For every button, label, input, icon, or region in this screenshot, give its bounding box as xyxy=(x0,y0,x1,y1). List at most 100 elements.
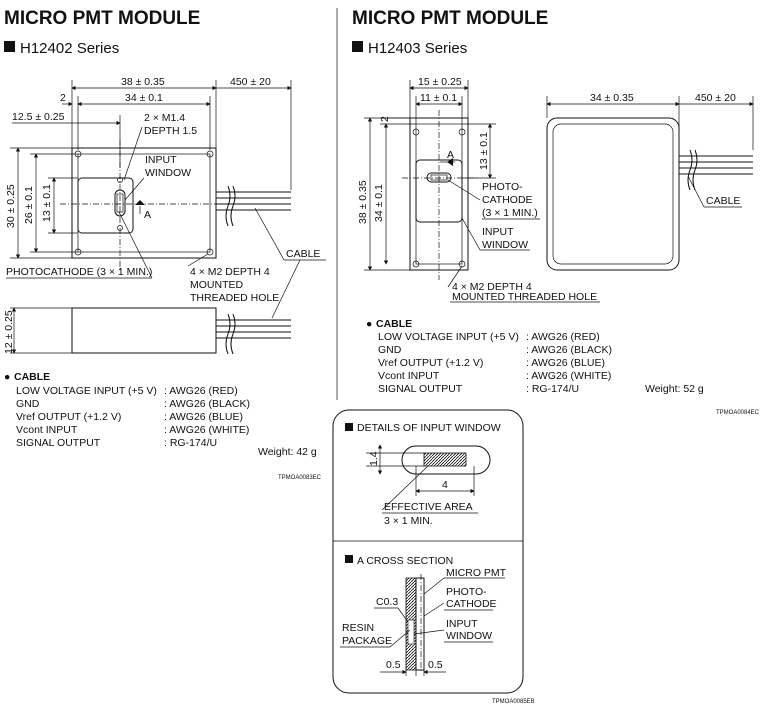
left-side-body xyxy=(71,307,217,354)
right-mount-label-2: MOUNTED THREADED HOLE xyxy=(452,291,597,303)
right-panel: MICRO PMT MODULE H12403 Series 15 ± 0.25… xyxy=(352,8,760,416)
left-cable-name-0: LOW VOLTAGE INPUT (+5 V) xyxy=(16,385,157,397)
left-front-body xyxy=(71,147,217,259)
left-dim-offset: 2 xyxy=(60,92,66,104)
right-cable-name-1: GND xyxy=(378,344,402,356)
left-dim-cable-len: 450 ± 20 xyxy=(230,76,271,88)
details-photo-2: CATHODE xyxy=(446,598,497,610)
left-cable-name-4: SIGNAL OUTPUT xyxy=(16,437,101,449)
left-cable-spec-0: : AWG26 (RED) xyxy=(164,385,238,397)
right-dim-inner-height: 34 ± 0.1 xyxy=(373,184,385,222)
right-cable-name-2: Vref OUTPUT (+1.2 V) xyxy=(378,357,483,369)
right-input-window-label-1: INPUT xyxy=(482,226,514,238)
left-cable-table: LOW VOLTAGE INPUT (+5 V) : AWG26 (RED) G… xyxy=(16,385,250,449)
details-panel: DETAILS OF INPUT WINDOW 1.4 4 EFFECTIVE … xyxy=(332,409,535,705)
left-cable-spec-2: : AWG26 (BLUE) xyxy=(164,411,243,423)
left-mount-label-2: MOUNTED xyxy=(190,279,243,291)
details-effective-label-1: EFFECTIVE AREA xyxy=(384,501,473,513)
right-cable-bullet: ● xyxy=(366,318,372,330)
right-dim-window-height: 13 ± 0.1 xyxy=(478,132,490,170)
left-weight: Weight: 42 g xyxy=(258,446,317,458)
details-micro-pmt: MICRO PMT xyxy=(446,567,507,579)
details-resin-2: PACKAGE xyxy=(342,635,392,647)
left-depth-label: DEPTH 1.5 xyxy=(144,125,197,137)
right-cable-spec-0: : AWG26 (RED) xyxy=(526,331,600,343)
right-side-body xyxy=(546,117,680,271)
right-input-window-label-2: WINDOW xyxy=(482,239,528,251)
right-cable-spec-1: : AWG26 (BLACK) xyxy=(526,344,612,356)
details-dim-b: 0.5 xyxy=(428,659,443,671)
left-screw-label: 2 × M1.4 xyxy=(144,112,185,124)
left-input-window-label-1: INPUT xyxy=(145,154,177,166)
right-cable-name-3: Vcont INPUT xyxy=(378,370,440,382)
right-cable-spec-4: : RG-174/U xyxy=(526,383,579,395)
right-photo-label-2: CATHODE xyxy=(482,194,533,206)
details-c03: C0.3 xyxy=(376,596,398,608)
right-code: TPMOA0084EC xyxy=(716,410,760,416)
details-frame xyxy=(332,409,524,694)
right-cable-spec-2: : AWG26 (BLUE) xyxy=(526,357,605,369)
left-cable-bullet: ● xyxy=(4,371,10,383)
details-effective-area xyxy=(423,452,467,467)
left-dim-height-total: 30 ± 0.25 xyxy=(5,184,17,228)
left-cable-spec-3: : AWG26 (WHITE) xyxy=(164,424,249,436)
right-cable-table: LOW VOLTAGE INPUT (+5 V) : AWG26 (RED) G… xyxy=(378,331,612,395)
left-dim-width-total: 38 ± 0.35 xyxy=(121,76,165,88)
right-cable-name-0: LOW VOLTAGE INPUT (+5 V) xyxy=(378,331,519,343)
left-dim-inner-height: 26 ± 0.1 xyxy=(23,186,35,224)
details-dim-a: 0.5 xyxy=(386,659,401,671)
left-dim-inner-width: 34 ± 0.1 xyxy=(125,92,163,104)
right-weight: Weight: 52 g xyxy=(645,383,704,395)
left-cable-spec-4: : RG-174/U xyxy=(164,437,217,449)
right-series-square xyxy=(352,41,363,52)
left-title: MICRO PMT MODULE xyxy=(4,8,200,29)
right-dim-height-total: 38 ± 0.35 xyxy=(357,180,369,224)
right-photo-label-1: PHOTO- xyxy=(482,181,523,193)
left-dim-thickness: 12 ± 0.25 xyxy=(3,310,15,354)
left-cable-name-2: Vref OUTPUT (+1.2 V) xyxy=(16,411,121,423)
right-cable-spec-3: : AWG26 (WHITE) xyxy=(526,370,611,382)
left-section-a: A xyxy=(144,209,151,221)
left-code: TPMOA0083EC xyxy=(278,475,322,481)
details-input-1: INPUT xyxy=(446,618,478,630)
cross-section-pmt xyxy=(415,577,425,671)
right-dim-side-width: 34 ± 0.35 xyxy=(590,92,634,104)
left-series-square xyxy=(4,41,15,52)
right-dim-cable-len: 450 ± 20 xyxy=(695,92,736,104)
left-series-label: H12402 Series xyxy=(20,40,119,57)
left-cable-name-1: GND xyxy=(16,398,40,410)
right-mount-label-1: 4 × M2 DEPTH 4 xyxy=(452,281,532,293)
details-heading: DETAILS OF INPUT WINDOW xyxy=(357,422,501,434)
right-photo-label-3: (3 × 1 MIN.) xyxy=(482,207,538,219)
right-dim-width-total: 15 ± 0.25 xyxy=(418,76,462,88)
right-cable-name-4: SIGNAL OUTPUT xyxy=(378,383,463,395)
left-mount-label-1: 4 × M2 DEPTH 4 xyxy=(190,266,270,278)
right-cable-label: CABLE xyxy=(706,195,740,207)
left-dim-hole-offset: 12.5 ± 0.25 xyxy=(12,111,65,123)
details-height: 1.4 xyxy=(368,451,380,466)
left-cable-spec-1: : AWG26 (BLACK) xyxy=(164,398,250,410)
details-code: TPMOA0085EB xyxy=(492,699,535,705)
left-mount-label-3: THREADED HOLE xyxy=(190,292,279,304)
details-window-outline xyxy=(401,445,491,475)
right-dim-inner-width: 11 ± 0.1 xyxy=(420,92,457,104)
details-effective-label-2: 3 × 1 MIN. xyxy=(384,515,433,527)
left-panel: MICRO PMT MODULE H12402 Series 38 ± 0.35… xyxy=(3,8,326,481)
left-photocathode-label: PHOTOCATHODE (3 × 1 MIN.) xyxy=(6,266,152,278)
details-photo-1: PHOTO- xyxy=(446,586,487,598)
details-width: 4 xyxy=(442,479,448,491)
left-cable-name-3: Vcont INPUT xyxy=(16,424,78,436)
right-series-label: H12403 Series xyxy=(368,40,467,57)
left-dim-window-height: 13 ± 0.1 xyxy=(41,184,53,222)
details-resin-1: RESIN xyxy=(342,622,374,634)
right-title: MICRO PMT MODULE xyxy=(352,8,548,29)
left-input-window-label-2: WINDOW xyxy=(145,167,191,179)
details-input-2: WINDOW xyxy=(446,630,492,642)
details-cross-heading: A CROSS SECTION xyxy=(357,555,453,567)
right-dim-offset: 2 xyxy=(379,116,391,122)
left-window-area xyxy=(77,177,134,234)
left-cable-heading: CABLE xyxy=(14,371,50,383)
right-section-a: A xyxy=(447,149,454,161)
right-cable-heading: CABLE xyxy=(376,318,412,330)
